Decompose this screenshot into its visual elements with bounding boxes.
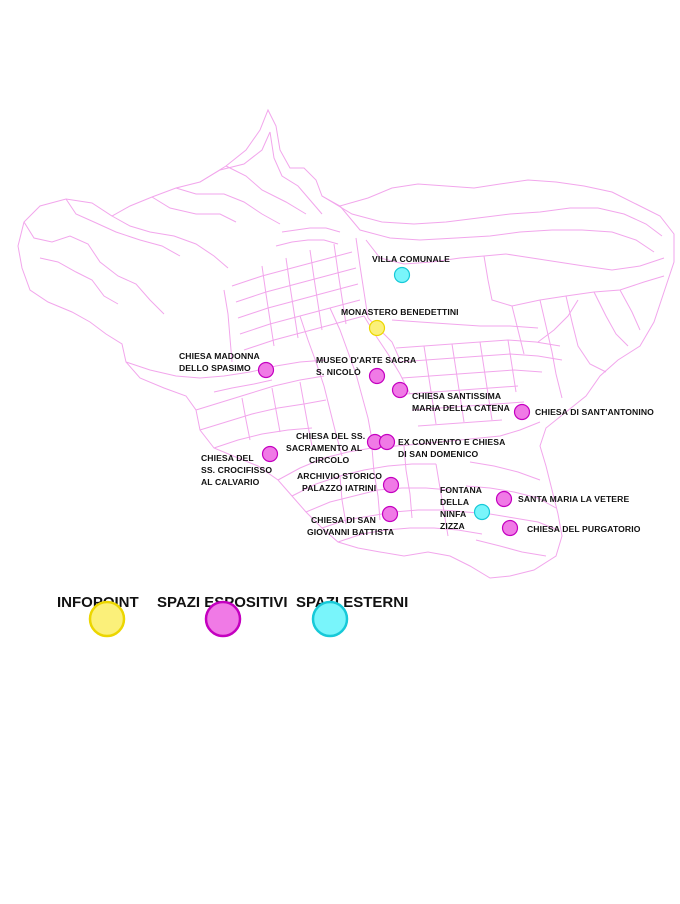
marker-chiesa-madonna-spasimo[interactable] (257, 361, 275, 379)
marker-chiesa-santissima-catena[interactable] (391, 381, 409, 399)
label-chiesa-purgatorio: CHIESA DEL PURGATORIO (527, 524, 641, 534)
label-chiesa-san-giovanni: CHIESA DI SAN GIOVANNI BATTISTA (307, 515, 394, 537)
poi-labels: VILLA COMUNALE MONASTERO BENEDETTINI CHI… (179, 254, 654, 537)
label-fontana-ninfa-zizza: FONTANA DELLA NINFA ZIZZA (440, 485, 484, 531)
label-chiesa-santissima-catena: CHIESA SANTISSIMA MARIA DELLA CATENA (412, 391, 510, 413)
street-network (17, 108, 675, 579)
label-villa-comunale: VILLA COMUNALE (372, 254, 450, 264)
label-chiesa-sant-antonino: CHIESA DI SANT'ANTONINO (535, 407, 654, 417)
marker-chiesa-san-giovanni[interactable] (381, 505, 399, 523)
marker-santa-maria-vetere[interactable] (495, 490, 513, 508)
label-museo-arte-sacra: MUSEO D'ARTE SACRA S. NICOLÒ (316, 355, 418, 377)
legend-infopoint-swatch (88, 600, 126, 638)
marker-archivio-storico[interactable] (382, 476, 400, 494)
marker-villa-comunale[interactable] (393, 266, 411, 284)
label-santa-maria-vetere: SANTA MARIA LA VETERE (518, 494, 629, 504)
marker-museo-arte-sacra[interactable] (368, 367, 386, 385)
poi-markers (257, 266, 531, 537)
marker-fontana-ninfa-zizza[interactable] (473, 503, 491, 521)
label-chiesa-ss-crocifisso: CHIESA DEL SS. CROCIFISSO AL CALVARIO (201, 453, 275, 487)
label-chiesa-ss-sacramento: CHIESA DEL SS. SACRAMENTO AL CIRCOLO (286, 431, 368, 465)
marker-monastero-benedettini[interactable] (368, 319, 386, 337)
label-chiesa-madonna-spasimo: CHIESA MADONNA DELLO SPASIMO (179, 351, 262, 373)
legend-spazi-esterni-label: SPAZI ESTERNI (296, 594, 408, 611)
marker-ex-convento-san-domenico[interactable] (378, 433, 396, 451)
marker-chiesa-ss-crocifisso[interactable] (261, 445, 279, 463)
label-monastero-benedettini: MONASTERO BENEDETTINI (341, 307, 459, 317)
legend: INFOPOINT SPAZI ESPOSITIVI SPAZI ESTERNI (57, 594, 408, 638)
label-archivio-storico: ARCHIVIO STORICO PALAZZO IATRINI (297, 471, 385, 493)
legend-spazi-esterni-swatch (311, 600, 349, 638)
legend-infopoint: INFOPOINT (57, 594, 139, 638)
legend-spazi-espositivi-swatch (204, 600, 242, 638)
marker-chiesa-sant-antonino[interactable] (513, 403, 531, 421)
legend-spazi-esterni: SPAZI ESTERNI (296, 594, 408, 638)
label-ex-convento-san-domenico: EX CONVENTO E CHIESA DI SAN DOMENICO (398, 437, 508, 459)
marker-chiesa-purgatorio[interactable] (501, 519, 519, 537)
legend-spazi-espositivi: SPAZI ESPOSITIVI (157, 594, 288, 638)
